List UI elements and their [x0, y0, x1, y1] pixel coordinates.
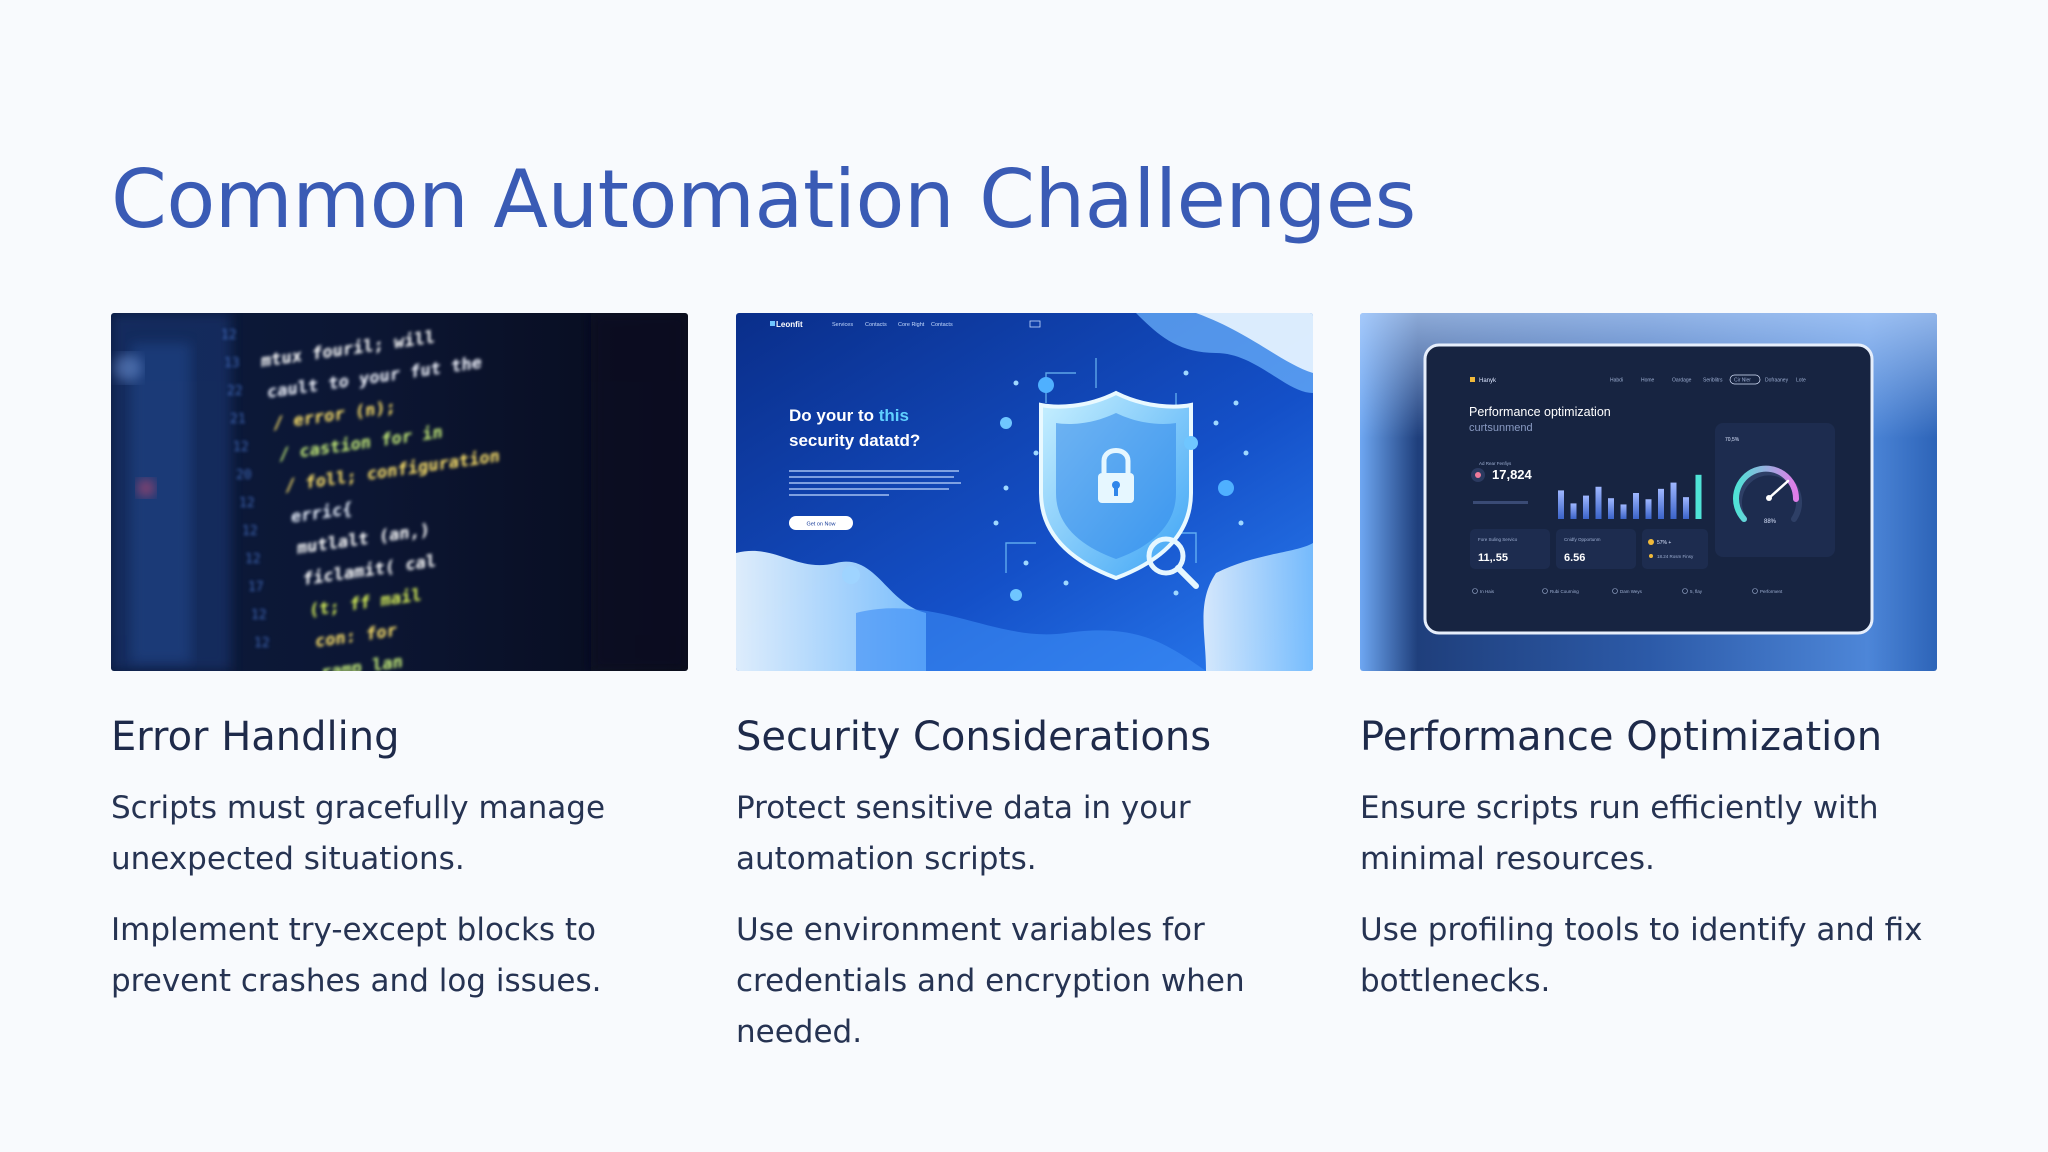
svg-text:12: 12 [242, 524, 258, 539]
sparkle-dot [993, 520, 999, 526]
svg-text:Rubi Courning: Rubi Courning [1550, 589, 1579, 594]
svg-text:Do your to this: Do your to this [789, 406, 909, 425]
svg-text:17: 17 [248, 580, 264, 595]
svg-text:Contacts: Contacts [865, 322, 887, 328]
svg-text:Lote: Lote [1796, 378, 1806, 384]
sparkle-dot [1013, 380, 1019, 386]
card-paragraph: Use profiling tools to identify and fix … [1360, 912, 1923, 999]
card-heading: Security Considerations [736, 714, 1212, 760]
svg-text:In Hais: In Hais [1480, 589, 1495, 594]
svg-text:Performent: Performent [1760, 589, 1783, 594]
svg-text:Home: Home [1641, 378, 1655, 384]
svg-text:21: 21 [230, 412, 246, 427]
svg-text:curtsunmend: curtsunmend [1469, 422, 1533, 434]
svg-text:57% +: 57% + [1657, 540, 1671, 546]
chart-bar [1570, 503, 1577, 519]
svg-text:Ad Rear Fenfiys: Ad Rear Fenfiys [1479, 461, 1512, 466]
chart-bar [1683, 497, 1689, 519]
slide-title: Common Automation Challenges [111, 153, 1416, 246]
svg-text:Performance optimization: Performance optimization [1469, 405, 1611, 419]
svg-text:70,5%: 70,5% [1725, 437, 1740, 443]
svg-text:12: 12 [254, 636, 270, 651]
svg-text:Habdi: Habdi [1610, 378, 1623, 384]
svg-text:22: 22 [227, 384, 243, 399]
svg-text:13: 13 [224, 356, 240, 371]
card-security: Leonfit Services Contacts Core Right Contac… [736, 313, 1313, 1058]
svg-text:Seriblitrs: Seriblitrs [1703, 378, 1723, 384]
chart-bar [1670, 482, 1677, 519]
svg-text:Get on Now: Get on Now [806, 522, 835, 528]
svg-text:5, flay: 5, flay [1690, 589, 1703, 594]
svg-text:Services: Services [832, 322, 853, 328]
svg-text:Hanyk: Hanyk [1479, 378, 1497, 384]
sparkle-dot [1243, 450, 1249, 456]
chart-bar [1583, 495, 1589, 519]
svg-text:11,.55: 11,.55 [1478, 552, 1508, 564]
svg-text:18.24 Rosm Finsy: 18.24 Rosm Finsy [1657, 554, 1694, 559]
svg-text:Dofraaney: Dofraaney [1765, 378, 1789, 384]
svg-text:12: 12 [221, 328, 237, 343]
sparkle-dot [1003, 485, 1009, 491]
card-paragraph: Scripts must gracefully manage unexpecte… [111, 790, 606, 877]
svg-text:Cnidfy Opportunm: Cnidfy Opportunm [1564, 537, 1601, 542]
chart-bar [1558, 490, 1564, 519]
svg-text:20: 20 [236, 468, 252, 483]
chart-bar [1645, 499, 1652, 519]
svg-text:Contacts: Contacts [931, 322, 953, 328]
sparkle-dot [1183, 370, 1189, 376]
chart-bar [1658, 488, 1664, 519]
card-paragraph: Protect sensitive data in your automatio… [736, 790, 1191, 877]
svg-text:12: 12 [233, 440, 249, 455]
sparkle-dot [1033, 450, 1039, 456]
card-performance: Hanyk Habdi Home Oardage Seriblitrs Cir Nler… [1360, 313, 1937, 1007]
svg-text:Fore Suling Servico: Fore Suling Servico [1478, 537, 1518, 542]
svg-text:security datatd?: security datatd? [789, 431, 920, 450]
svg-text:12: 12 [245, 552, 261, 567]
sparkle-dot [1238, 520, 1244, 526]
svg-text:12: 12 [251, 608, 267, 623]
chart-bar [1695, 474, 1702, 519]
svg-text:Cir Nler: Cir Nler [1734, 378, 1751, 384]
svg-text:Oardage: Oardage [1672, 378, 1692, 384]
chart-bar [1633, 493, 1639, 519]
card-paragraph: Ensure scripts run efficiently with mini… [1360, 790, 1879, 877]
card-paragraph: Use environment variables for credential… [736, 912, 1245, 1050]
svg-text:88%: 88% [1764, 519, 1777, 525]
dashboard-image: Hanyk Habdi Home Oardage Seriblitrs Cir Nler… [1360, 313, 1937, 671]
sparkle-dot [1173, 590, 1179, 596]
card-heading: Performance Optimization [1360, 714, 1883, 760]
sparkle-dot [1023, 560, 1029, 566]
security-illustration: Leonfit Services Contacts Core Right Contac… [736, 313, 1313, 671]
card-heading: Error Handling [111, 714, 400, 760]
card-paragraph: Implement try-except blocks to prevent c… [111, 912, 602, 999]
sparkle-dot [1213, 420, 1219, 426]
chart-bar [1620, 504, 1627, 519]
svg-text:6.56: 6.56 [1564, 552, 1585, 564]
svg-text:17,824: 17,824 [1492, 467, 1533, 482]
sparkle-dot [1063, 580, 1069, 586]
svg-text:Dam Weys: Dam Weys [1620, 589, 1643, 594]
sparkle-dot [1233, 400, 1239, 406]
chart-bar [1608, 498, 1614, 519]
svg-text:12: 12 [239, 496, 255, 511]
svg-text:Leonfit: Leonfit [776, 320, 803, 329]
chart-bar [1595, 486, 1602, 519]
svg-text:Core Right: Core Right [898, 322, 925, 328]
